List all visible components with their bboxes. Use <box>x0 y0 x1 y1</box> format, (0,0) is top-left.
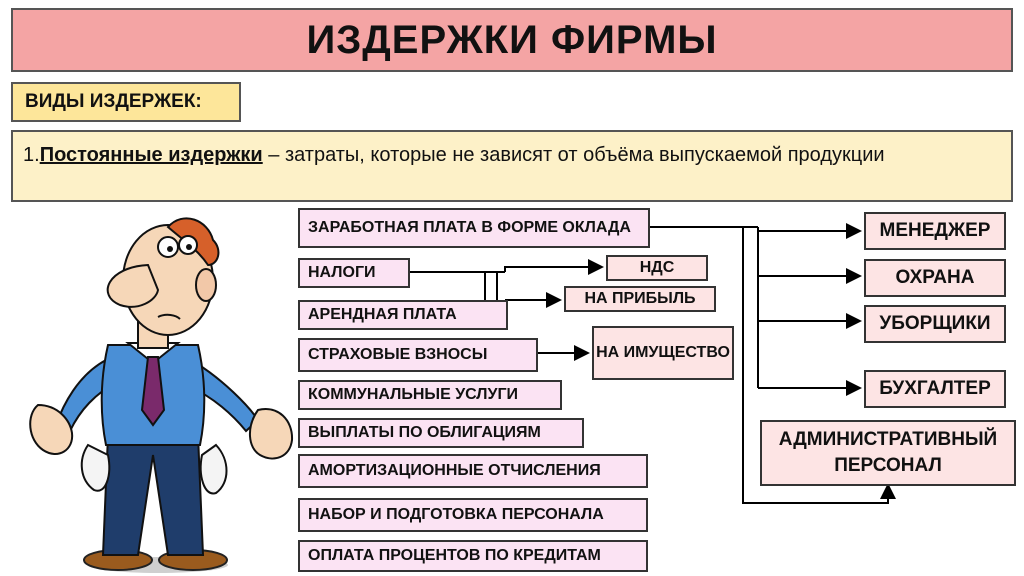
confused-man-illustration <box>29 217 294 573</box>
cost-item-recruitment: НАБОР И ПОДГОТОВКА ПЕРСОНАЛА <box>298 498 648 532</box>
cost-item-insurance: СТРАХОВЫЕ ВЗНОСЫ <box>298 338 538 372</box>
staff-admin-label: АДМИНИСТРАТИВНЫЙ ПЕРСОНАЛ <box>778 429 998 476</box>
tax-vat: НДС <box>606 255 708 281</box>
tax-profit: НА ПРИБЫЛЬ <box>564 286 716 312</box>
cost-item-utilities: КОММУНАЛЬНЫЕ УСЛУГИ <box>298 380 562 410</box>
page-title: ИЗДЕРЖКИ ФИРМЫ <box>11 8 1013 72</box>
definition-number: 1. <box>23 144 40 166</box>
cost-item-rent: АРЕНДНАЯ ПЛАТА <box>298 300 508 330</box>
definition-box: 1.Постоянные издержки – затраты, которые… <box>11 130 1013 202</box>
cost-item-loan-interest: ОПЛАТА ПРОЦЕНТОВ ПО КРЕДИТАМ <box>298 540 648 572</box>
cost-item-depreciation: АМОРТИЗАЦИОННЫЕ ОТЧИСЛЕНИЯ <box>298 454 648 488</box>
staff-security: ОХРАНА <box>864 259 1006 297</box>
tax-property: НА ИМУЩЕСТВО <box>592 326 734 380</box>
staff-cleaners: УБОРЩИКИ <box>864 305 1006 343</box>
cost-types-label: ВИДЫ ИЗДЕРЖЕК: <box>11 82 241 122</box>
staff-accountant: БУХГАЛТЕР <box>864 370 1006 408</box>
definition-text: – затраты, которые не зависят от объёма … <box>262 144 885 166</box>
staff-manager: МЕНЕДЖЕР <box>864 212 1006 250</box>
tax-property-label: НА ИМУЩЕСТВО <box>596 344 730 361</box>
cost-item-salary: ЗАРАБОТНАЯ ПЛАТА В ФОРМЕ ОКЛАДА <box>298 208 650 248</box>
cost-item-bond-payments: ВЫПЛАТЫ ПО ОБЛИГАЦИЯМ <box>298 418 584 448</box>
cost-item-taxes: НАЛОГИ <box>298 258 410 288</box>
staff-admin: АДМИНИСТРАТИВНЫЙ ПЕРСОНАЛ <box>760 420 1016 486</box>
definition-term: Постоянные издержки <box>39 144 263 166</box>
